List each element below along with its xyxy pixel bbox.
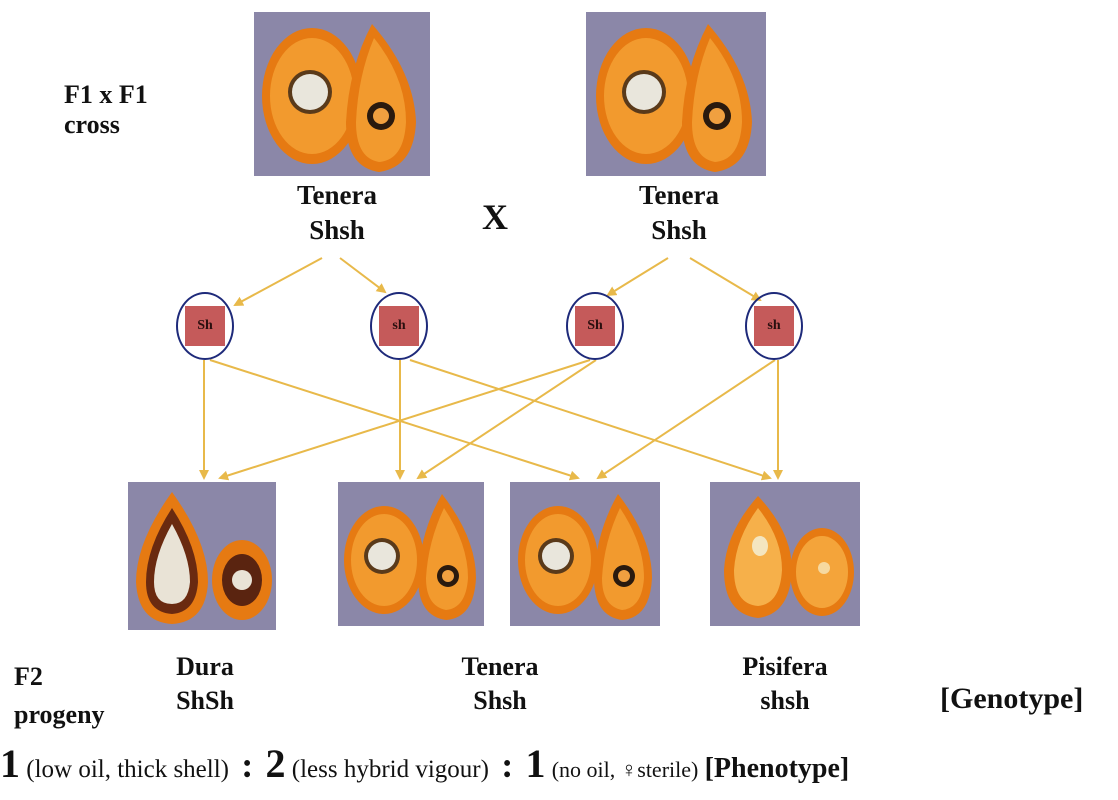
progeny-pisifera-name: Pisifera [720,650,850,684]
progeny-tenera-name: Tenera [440,650,560,684]
dura-fruit-image [128,482,276,630]
progeny-tenera-genotype: Shsh [440,684,560,718]
ratio-sep-2: : [501,745,513,785]
parent-2-genotype: Shsh [604,213,754,248]
f2-progeny-label: F2 progeny [14,658,105,733]
progeny-dura-genotype: ShSh [150,684,260,718]
genotype-tag: [Genotype] [940,682,1083,716]
cross-symbol: X [482,196,508,238]
parent-2-fruit-image [586,12,766,176]
phenotype-ratio-line: 1 (low oil, thick shell) : 2 (less hybri… [0,740,1118,800]
pisifera-fruit-image [710,482,860,626]
gamete-3: Sh [566,292,624,360]
progeny-dura-label: Dura ShSh [150,650,260,718]
gamete-2-allele: sh [379,306,419,346]
gamete-1: Sh [176,292,234,360]
ratio-sep-1: : [241,745,253,785]
tenera-1-fruit-image [338,482,484,626]
arrow-g2-pisifera [410,360,770,478]
parent-2-label: Tenera Shsh [604,178,754,248]
parent-1-genotype: Shsh [262,213,412,248]
f1-label-line1: F1 x F1 [64,80,148,110]
ratio-3: 1 [525,741,545,786]
arrow-p2-g4 [690,258,760,300]
f2-label-line1: F2 [14,658,105,696]
phenotype-desc-2: (less hybrid vigour) [292,756,489,783]
arrow-g3-dura [220,360,590,478]
parent-1-fruit-image [254,12,430,176]
arrow-p1-g2 [340,258,385,292]
ratio-2: 2 [266,741,286,786]
arrow-g1-tenera2 [210,360,578,478]
f1-label-line2: cross [64,110,148,140]
progeny-tenera-label: Tenera Shsh [440,650,560,718]
progeny-dura-name: Dura [150,650,260,684]
parent-2-name: Tenera [604,178,754,213]
parent-1-label: Tenera Shsh [262,178,412,248]
parent-1-name: Tenera [262,178,412,213]
phenotype-desc-1: (low oil, thick shell) [26,756,229,783]
ratio-1: 1 [0,741,20,786]
f1-cross-label: F1 x F1 cross [64,80,148,140]
arrow-g4-tenera2 [598,360,775,478]
phenotype-tag: [Phenotype] [705,753,850,784]
gamete-2: sh [370,292,428,360]
phenotype-desc-3: (no oil, ♀sterile) [552,757,699,782]
gamete-4-allele: sh [754,306,794,346]
gamete-3-allele: Sh [575,306,615,346]
arrow-p1-g1 [235,258,322,305]
gamete-1-allele: Sh [185,306,225,346]
arrow-p2-g3 [608,258,668,295]
progeny-pisifera-label: Pisifera shsh [720,650,850,718]
progeny-pisifera-genotype: shsh [720,684,850,718]
tenera-2-fruit-image [510,482,660,626]
gamete-4: sh [745,292,803,360]
arrow-g3-tenera1 [418,360,596,478]
f2-label-line2: progeny [14,696,105,734]
